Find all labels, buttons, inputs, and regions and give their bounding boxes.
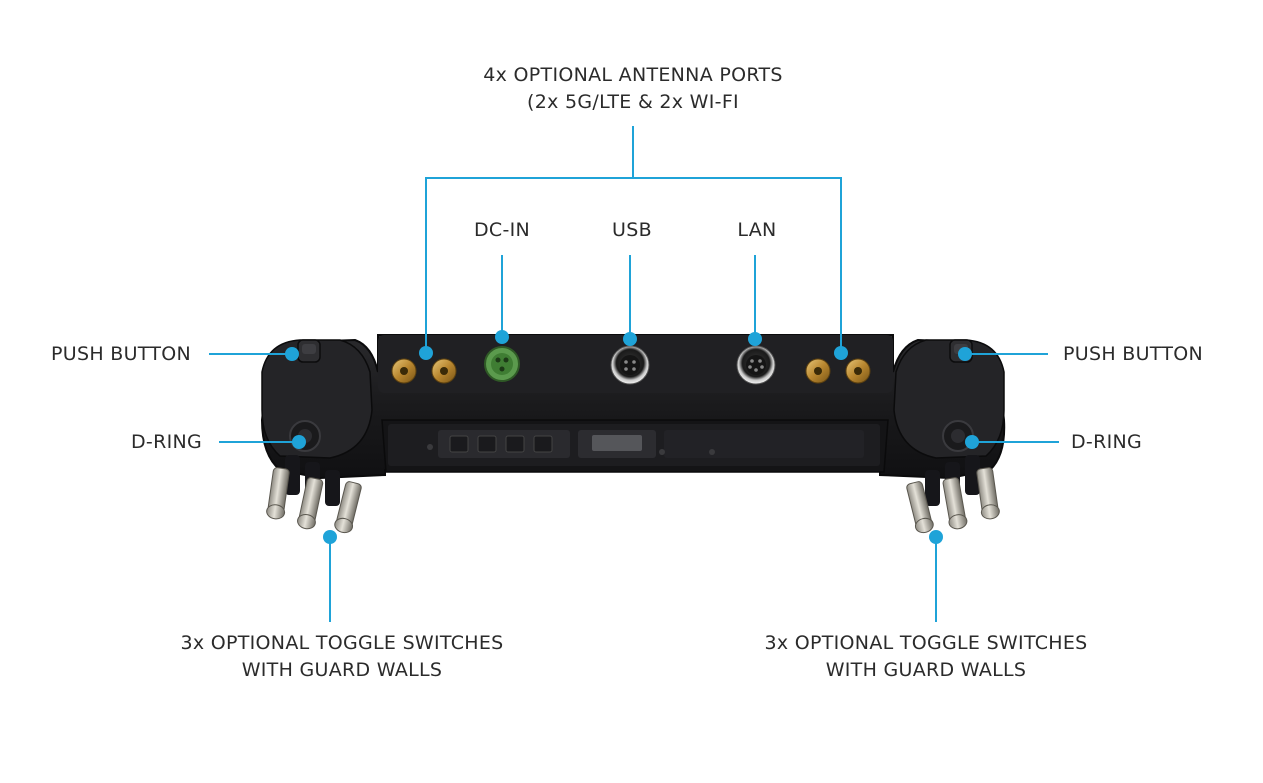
label-dc-in: DC-IN (473, 219, 531, 241)
callout-dots (285, 330, 979, 544)
lan-connector-icon (736, 345, 776, 385)
label-push-button-right: PUSH BUTTON (1063, 343, 1204, 365)
toggle-switch-icon (906, 455, 1000, 534)
label-d-ring-right: D-RING (1071, 431, 1143, 453)
label-toggle-left-line1: 3x OPTIONAL TOGGLE SWITCHES (180, 632, 504, 654)
usb-connector-icon (610, 345, 650, 385)
label-toggle-right: 3x OPTIONAL TOGGLE SWITCHES WITH GUARD W… (726, 630, 1126, 684)
label-push-button-left: PUSH BUTTON (51, 343, 192, 365)
dc-in-connector-icon (484, 346, 520, 382)
toggle-switch-icon (266, 455, 362, 534)
label-toggle-right-line1: 3x OPTIONAL TOGGLE SWITCHES (764, 632, 1088, 654)
label-d-ring-left: D-RING (131, 431, 203, 453)
label-lan: LAN (737, 219, 777, 241)
label-antenna-line1: 4x OPTIONAL ANTENNA PORTS (483, 64, 783, 86)
callout-lines (209, 126, 1059, 622)
label-toggle-right-line2: WITH GUARD WALLS (825, 659, 1027, 681)
label-antenna-line2: (2x 5G/LTE & 2x WI-FI (527, 91, 739, 113)
label-antenna-ports: 4x OPTIONAL ANTENNA PORTS (2x 5G/LTE & 2… (433, 62, 833, 116)
label-usb: USB (612, 219, 652, 241)
antenna-connector-icon (391, 358, 871, 384)
label-toggle-left: 3x OPTIONAL TOGGLE SWITCHES WITH GUARD W… (142, 630, 542, 684)
label-toggle-left-line2: WITH GUARD WALLS (241, 659, 443, 681)
callout-antenna-bracket (425, 126, 842, 352)
